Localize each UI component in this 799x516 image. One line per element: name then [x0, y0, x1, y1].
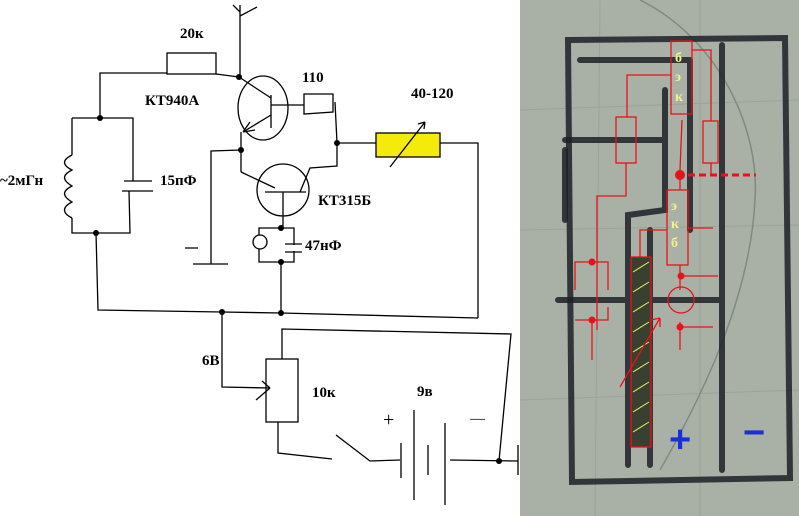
pin-label-top-e: э: [675, 70, 681, 85]
polarity-minus: −: [743, 412, 765, 454]
switch: [335, 434, 401, 462]
pin-label-top-k: к: [675, 90, 684, 105]
inductor-coil: [63, 154, 74, 219]
potentiometer-10k: [265, 358, 299, 423]
pcb-sketch-photo: б э к э к б + −: [519, 0, 799, 516]
label-9v: 9в: [417, 384, 433, 400]
microphone-icon: [252, 234, 268, 250]
resistor-20k: [166, 52, 217, 75]
label-20k: 20к: [180, 26, 204, 42]
battery-minus: —: [469, 411, 486, 427]
transistor-kt315b: [240, 143, 338, 228]
label-40-120: 40-120: [411, 86, 454, 102]
label-kt315b: КТ315Б: [318, 193, 371, 209]
capacitor-15pf: [122, 180, 153, 192]
label-47nf: 47нФ: [305, 238, 342, 254]
pin-label-top-b: б: [675, 51, 682, 66]
label-6v: 6В: [202, 353, 220, 369]
label-15pf: 15пФ: [160, 173, 197, 189]
polarity-plus: +: [669, 419, 691, 461]
pin-label-bottom-b: б: [671, 236, 678, 251]
label-kt940a: КТ940А: [145, 93, 199, 109]
battery-9v: [400, 410, 519, 505]
battery-plus: +: [383, 409, 394, 431]
pin-label-bottom-k: к: [671, 217, 680, 232]
label-10k: 10к: [312, 385, 336, 401]
antenna-icon: [232, 4, 258, 77]
variable-resistor-40-120: [375, 132, 441, 158]
label-110: 110: [302, 70, 324, 86]
pin-label-bottom-e: э: [671, 199, 677, 214]
label-2mh: ~2мГн: [0, 173, 43, 189]
transistor-kt940a: [237, 75, 289, 141]
